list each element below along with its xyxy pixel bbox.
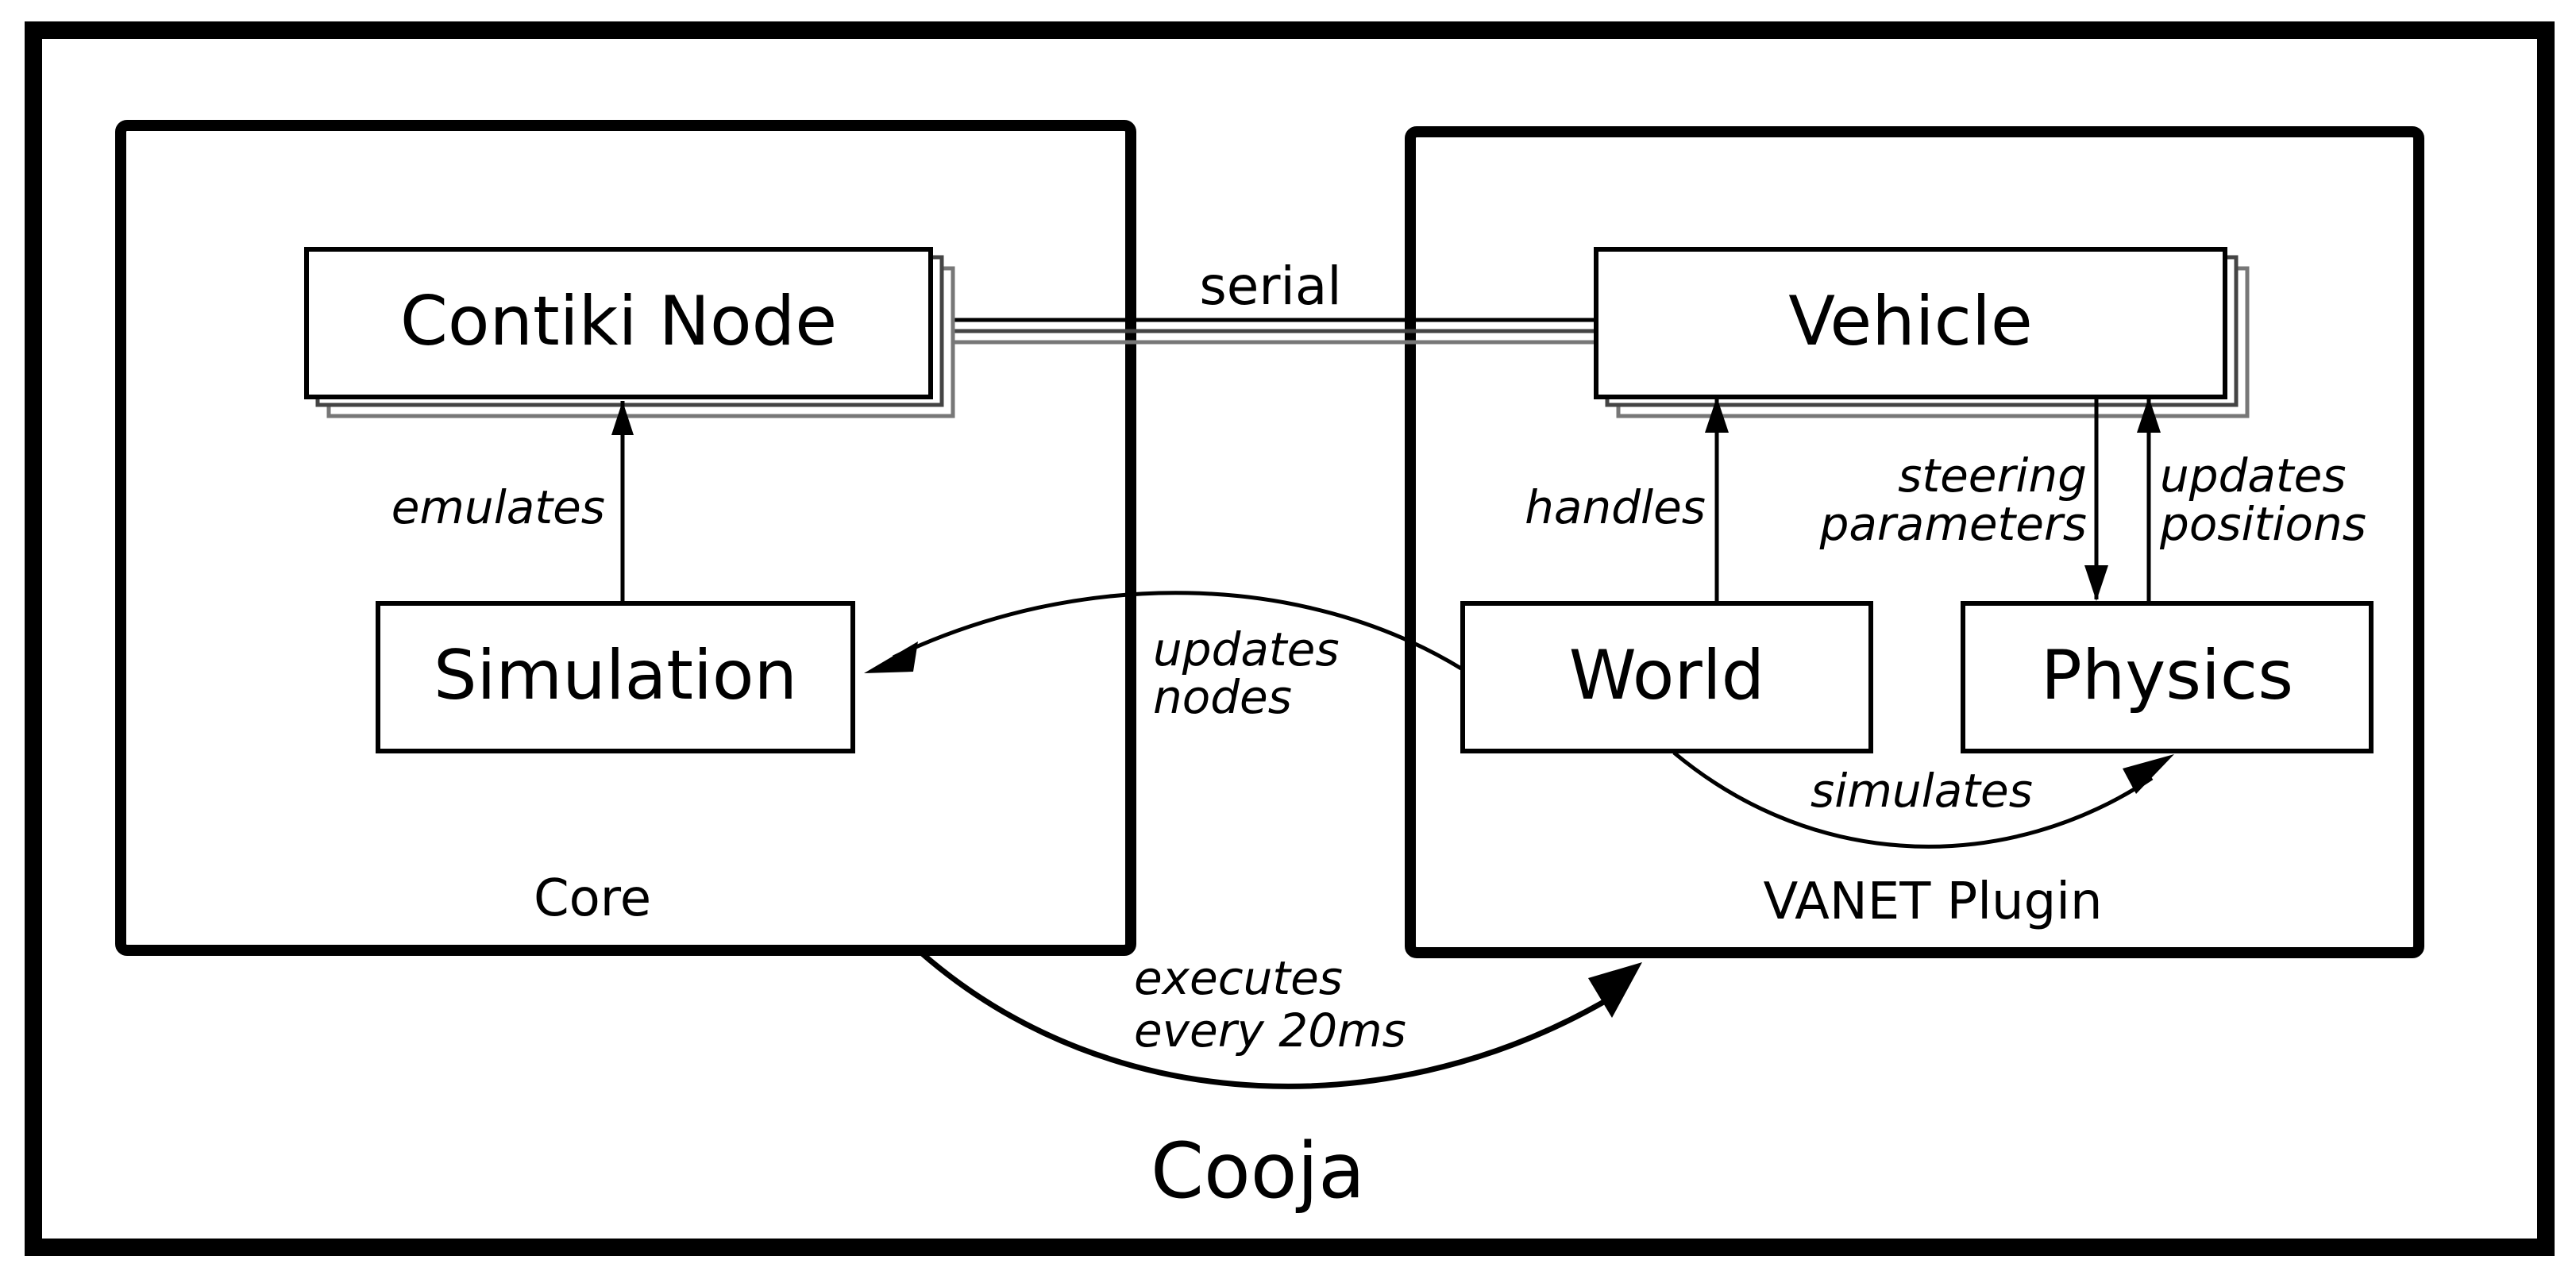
steering-label-line1: steering bbox=[1898, 449, 2087, 503]
vehicle-box bbox=[1594, 247, 2227, 399]
simulates-label: simulates bbox=[1811, 764, 2033, 818]
emulates-arrowhead bbox=[611, 401, 634, 435]
vehicle-label: Vehicle bbox=[1788, 282, 2033, 361]
world-box bbox=[1460, 601, 1873, 753]
executes-label-line1: executes bbox=[1134, 951, 1343, 1005]
contiki-node-stack bbox=[304, 247, 955, 418]
cooja-label: Cooja bbox=[1151, 1127, 1365, 1215]
physics-label: Physics bbox=[2041, 636, 2293, 715]
simulates-arrow bbox=[1672, 751, 2154, 849]
vanet-plugin-frame bbox=[1405, 126, 2424, 958]
serial-label: serial bbox=[1199, 256, 1341, 317]
updates-nodes-label-line2: nodes bbox=[1153, 670, 1292, 724]
steering-label-line2: parameters bbox=[1819, 497, 2087, 551]
executes-label-line2: every 20ms bbox=[1134, 1004, 1406, 1057]
simulation-box bbox=[376, 601, 855, 753]
handles-label: handles bbox=[1525, 480, 1706, 534]
updates-nodes-label-line1: updates bbox=[1153, 622, 1340, 676]
core-label: Core bbox=[534, 869, 651, 928]
contiki-node-box bbox=[304, 247, 933, 399]
world-label: World bbox=[1569, 636, 1764, 715]
vanet-plugin-label: VANET Plugin bbox=[1763, 873, 2102, 931]
emulates-label: emulates bbox=[391, 480, 605, 534]
executes-arrow bbox=[919, 950, 1622, 1089]
physics-box bbox=[1961, 601, 2374, 753]
updates-positions-arrowhead bbox=[2137, 397, 2161, 433]
simulates-arrowhead bbox=[2123, 754, 2174, 794]
updates-nodes-arrow bbox=[892, 591, 1463, 671]
contiki-node-label: Contiki Node bbox=[400, 282, 837, 361]
handles-arrowhead bbox=[1705, 397, 1729, 433]
executes-arrowhead bbox=[1588, 962, 1642, 1018]
steering-arrowhead bbox=[2084, 565, 2108, 601]
core-frame bbox=[115, 120, 1136, 956]
updates-positions-label-line2: positions bbox=[2159, 497, 2366, 551]
updates-nodes-arrowhead bbox=[864, 641, 918, 673]
simulation-label: Simulation bbox=[434, 636, 797, 715]
vehicle-stack bbox=[1594, 247, 2250, 418]
serial-link bbox=[931, 318, 1612, 345]
updates-positions-label-line1: updates bbox=[2160, 449, 2347, 503]
